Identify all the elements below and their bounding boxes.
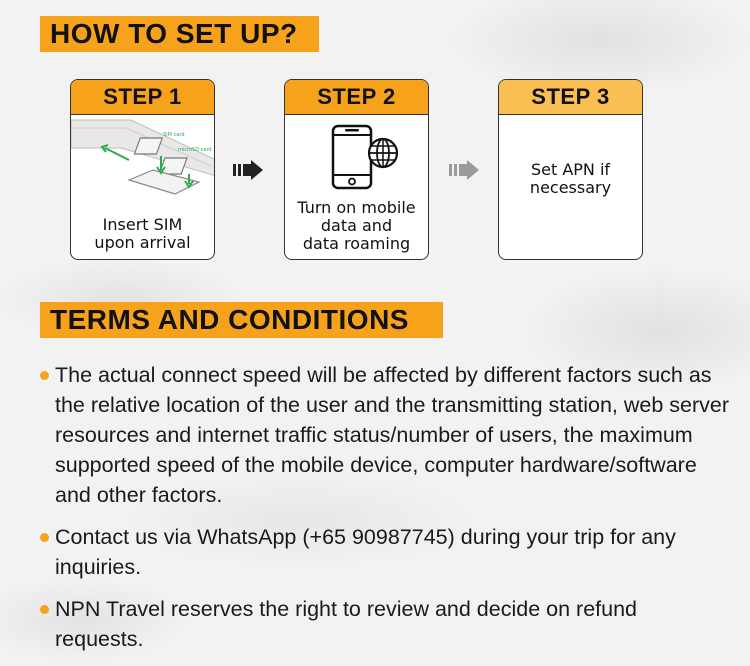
step-2-card: STEP 2 Turn on mobile data and data roam… <box>284 79 429 260</box>
step-3-label: STEP 3 <box>499 80 642 115</box>
term-text: NPN Travel reserves the right to review … <box>55 597 637 651</box>
terms-section-title: TERMS AND CONDITIONS <box>40 302 443 338</box>
step-1-text: Insert SIM upon arrival <box>94 215 191 252</box>
step-3-text: Set APN if necessary <box>529 160 612 197</box>
microsd-card-label: microSD card <box>178 147 212 153</box>
bullet-icon <box>40 371 49 380</box>
bullet-icon <box>40 533 49 542</box>
list-item: NPN Travel reserves the right to review … <box>40 594 730 654</box>
next-arrow-icon <box>233 160 263 180</box>
terms-list: The actual connect speed will be affecte… <box>40 360 730 666</box>
phone-globe-icon <box>331 124 399 190</box>
sim-card-label: SIM card <box>163 132 185 138</box>
step-2-text: Turn on mobile data and data roaming <box>297 198 416 253</box>
list-item: Contact us via WhatsApp (+65 90987745) d… <box>40 522 730 582</box>
term-text: Contact us via WhatsApp (+65 90987745) d… <box>55 525 676 579</box>
sim-card-insert-icon: SIM card microSD card <box>71 119 214 195</box>
setup-section-title: HOW TO SET UP? <box>40 16 319 52</box>
step-3-card: STEP 3 Set APN if necessary <box>498 79 643 260</box>
list-item: The actual connect speed will be affecte… <box>40 360 730 510</box>
step-1-label: STEP 1 <box>71 80 214 115</box>
step-1-card: STEP 1 SIM card microSD card Insert SIM … <box>70 79 215 260</box>
bullet-icon <box>40 605 49 614</box>
term-text: The actual connect speed will be affecte… <box>55 363 730 507</box>
next-arrow-icon <box>449 160 479 180</box>
step-2-label: STEP 2 <box>285 80 428 115</box>
